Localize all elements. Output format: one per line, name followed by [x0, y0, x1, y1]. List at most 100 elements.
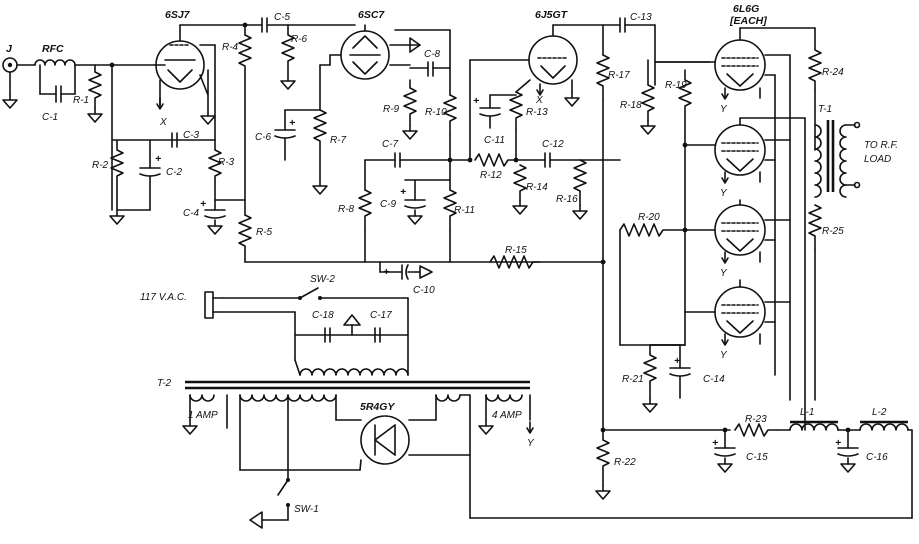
label-c18: C-18	[312, 310, 334, 321]
plus-c11: +	[473, 95, 479, 107]
t2-fil-1amp	[189, 394, 215, 402]
label-vac: 117 V.A.C.	[140, 292, 187, 303]
label-sw2: SW-2	[310, 274, 335, 285]
plus-c16: +	[835, 437, 841, 449]
label-t1: T-1	[818, 104, 832, 115]
label-l1: L-1	[800, 407, 814, 418]
label-r18: R-18	[620, 100, 642, 111]
label-each: [EACH]	[729, 15, 767, 27]
sw2-switch	[298, 287, 409, 300]
c11-capacitor	[479, 94, 517, 129]
label-rfc: RFC	[42, 43, 64, 55]
label-r1: R-1	[73, 95, 89, 106]
marker-x-1: X	[159, 117, 167, 128]
label-r13: R-13	[526, 107, 548, 118]
label-r17: R-17	[608, 70, 630, 81]
label-r9: R-9	[383, 104, 400, 115]
plus-c15: +	[712, 437, 718, 449]
tube-6sj7	[155, 24, 205, 90]
label-c6: C-6	[255, 132, 272, 143]
c10-capacitor	[401, 264, 409, 280]
r24-resistor	[808, 27, 822, 91]
label-j: J	[6, 43, 13, 55]
c4-capacitor	[204, 199, 226, 235]
label-5r4gy: 5R4GY	[360, 401, 395, 413]
c16-capacitor	[837, 429, 859, 473]
r23-resistor	[734, 423, 779, 437]
label-6sc7: 6SC7	[358, 9, 385, 21]
label-r21: R-21	[622, 374, 644, 385]
label-r23: R-23	[745, 414, 767, 425]
label-c17: C-17	[370, 310, 392, 321]
label-load-1: TO R.F.	[864, 140, 898, 151]
sw1-switch	[249, 478, 290, 529]
label-r5: R-5	[256, 227, 273, 238]
r10-resistor	[443, 94, 457, 136]
r22-resistor	[596, 429, 610, 486]
r25-resistor	[808, 204, 822, 251]
r16-resistor	[573, 159, 587, 206]
c8-capacitor	[427, 61, 434, 77]
label-r6: R-6	[291, 34, 308, 45]
plus-c9: +	[400, 186, 406, 198]
c1-capacitor	[39, 64, 76, 103]
label-r8: R-8	[338, 204, 355, 215]
r18-resistor	[641, 59, 655, 121]
label-r24: R-24	[822, 67, 844, 78]
label-r25: R-25	[822, 226, 844, 237]
marker-y-5: Y	[527, 438, 535, 449]
plus-c6: +	[289, 117, 295, 129]
marker-y-4: Y	[720, 350, 728, 361]
c14-capacitor	[649, 344, 691, 399]
r4-resistor	[238, 34, 252, 76]
r15-resistor	[489, 255, 541, 269]
ac-plug	[204, 291, 223, 319]
l2-choke	[859, 423, 909, 431]
marker-y-2: Y	[720, 188, 728, 199]
label-r10: R-10	[425, 107, 447, 118]
c3-capacitor	[171, 132, 178, 148]
label-c7: C-7	[382, 139, 399, 150]
label-r16: R-16	[556, 194, 578, 205]
label-c11: C-11	[484, 135, 505, 146]
r3-resistor	[208, 139, 222, 201]
r19-resistor	[678, 69, 692, 121]
l1-choke	[789, 423, 839, 431]
r20-resistor	[619, 223, 686, 237]
r9-resistor	[403, 79, 417, 126]
tube-5r4gy	[360, 415, 410, 465]
label-c13: C-13	[630, 12, 652, 23]
r5-resistor	[238, 214, 252, 263]
plus-c2: +	[155, 153, 161, 165]
label-c12: C-12	[542, 139, 564, 150]
label-c14: C-14	[703, 374, 725, 385]
marker-x-2: X	[535, 95, 543, 106]
label-c9: C-9	[380, 199, 397, 210]
marker-y-1: Y	[720, 104, 728, 115]
label-c4: C-4	[183, 208, 200, 219]
r21-resistor	[643, 344, 657, 399]
c2-capacitor	[139, 139, 161, 211]
r7-resistor	[313, 109, 327, 181]
plus-c10: +	[383, 266, 389, 278]
label-r19: R-19	[665, 80, 687, 91]
plus-c4: +	[200, 198, 206, 210]
tube-6l6g-4	[714, 286, 766, 338]
marker-y-3: Y	[720, 268, 728, 279]
label-r4: R-4	[222, 42, 239, 53]
r14-resistor	[513, 164, 527, 201]
t2-fil-rect	[435, 394, 461, 402]
r17-resistor	[596, 54, 610, 101]
label-4amp: 4 AMP	[492, 410, 522, 421]
label-r3: R-3	[218, 157, 235, 168]
label-c15: C-15	[746, 452, 768, 463]
t1-transformer	[814, 120, 861, 198]
label-c8: C-8	[424, 49, 441, 60]
c18-capacitor	[324, 327, 331, 343]
rfc-choke	[34, 59, 76, 66]
c17-capacitor	[374, 327, 381, 343]
label-l2: L-2	[872, 407, 887, 418]
c9-capacitor	[404, 179, 451, 225]
label-c5: C-5	[274, 12, 291, 23]
label-6sj7: 6SJ7	[165, 9, 191, 21]
